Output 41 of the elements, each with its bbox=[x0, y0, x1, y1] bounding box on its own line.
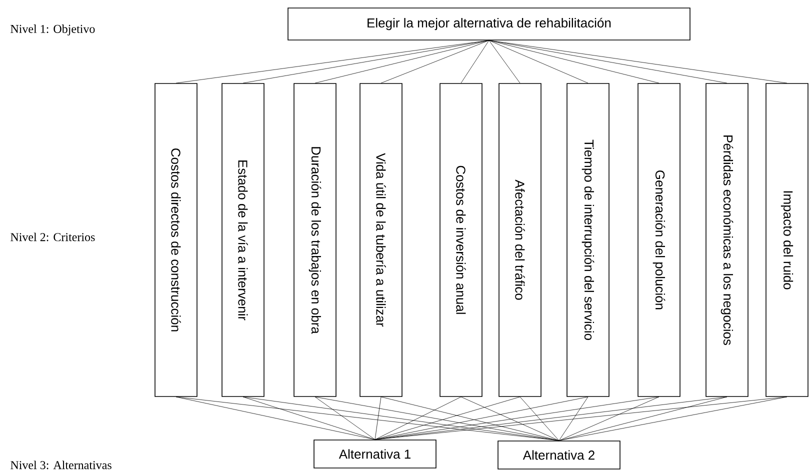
connector-line bbox=[374, 396, 382, 440]
criterion-box: Costos de inversión anual bbox=[440, 83, 482, 397]
criterion-box: Duración de los trabajos en obra bbox=[294, 83, 336, 397]
connector-line bbox=[176, 396, 560, 441]
criterion-box: Estado de la vía a intervenir bbox=[222, 83, 264, 397]
criterion-box: Generación del polución bbox=[638, 83, 680, 397]
connector-line bbox=[488, 40, 660, 84]
connector-line bbox=[558, 396, 728, 441]
connector-line bbox=[374, 396, 462, 440]
connector-line bbox=[488, 40, 520, 84]
criterion-box: Afectación del tráfico bbox=[498, 83, 542, 397]
connector-line bbox=[460, 40, 490, 84]
connector-line bbox=[380, 40, 490, 84]
connector-line bbox=[558, 396, 588, 441]
connector-line bbox=[242, 396, 376, 440]
connector-line bbox=[520, 396, 560, 441]
criterion-box: Costos directos de construcción bbox=[154, 83, 198, 397]
connector-line bbox=[488, 40, 588, 84]
alternative-box: Alternativa 2 bbox=[498, 440, 620, 470]
criterion-box: Impacto del ruido bbox=[766, 83, 808, 397]
goal-box: Elegir la mejor alternativa de rehabilitación bbox=[288, 8, 690, 40]
connector-line bbox=[380, 396, 560, 441]
connector-line bbox=[176, 396, 376, 440]
connector-line bbox=[374, 396, 520, 440]
level-label: Nivel 2: Criterios bbox=[10, 232, 95, 242]
connector-line bbox=[460, 396, 560, 441]
alternative-box: Alternativa 1 bbox=[314, 440, 436, 468]
connector-line bbox=[558, 396, 788, 441]
criterion-box: Tiempo de interrupción del servicio bbox=[566, 83, 610, 397]
connector-line bbox=[314, 40, 490, 84]
connector-line bbox=[488, 40, 788, 84]
connector-line bbox=[558, 396, 660, 441]
level-label: Nivel 1: Objetivo bbox=[10, 24, 95, 36]
connector-line bbox=[314, 396, 560, 441]
criterion-box: Vida útil de la tubería a utilizar bbox=[360, 83, 402, 397]
connector-line bbox=[488, 40, 728, 84]
connector-line bbox=[314, 396, 376, 440]
criterion-box: Pérdidas económicas a los negocios bbox=[706, 83, 748, 397]
connector-line bbox=[374, 396, 588, 440]
connector-line bbox=[176, 40, 490, 84]
level-label: Nivel 3: Alternativas bbox=[10, 460, 112, 470]
